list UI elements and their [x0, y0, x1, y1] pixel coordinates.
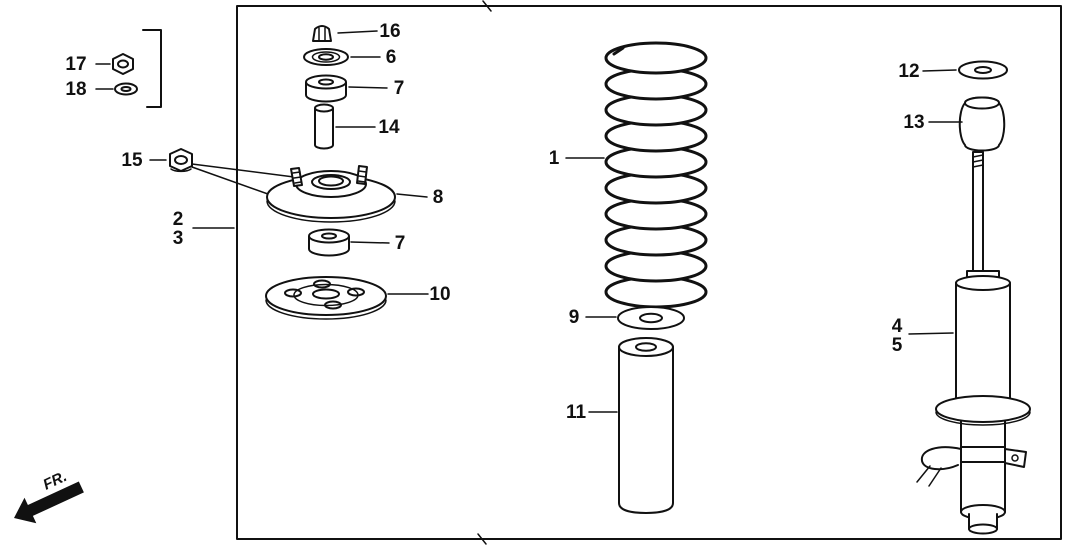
part-label-13: 13 — [903, 112, 924, 133]
fr-direction-indicator: FR. — [14, 468, 84, 524]
spring-coil — [604, 41, 708, 75]
bracket-tab-hole — [1011, 454, 1019, 462]
spring-seat-10 — [265, 276, 387, 316]
part-label-18: 18 — [65, 79, 86, 100]
part-label-9: 9 — [569, 307, 580, 328]
hose-clip-prong — [916, 465, 931, 483]
spring-seat-10-hole — [347, 287, 365, 297]
washer-18-hole — [120, 86, 132, 92]
washer-12 — [958, 60, 1008, 80]
washer-9-group — [585, 306, 685, 330]
washer-18 — [114, 82, 138, 96]
hose-clip-prong — [928, 467, 942, 487]
spring-wire-end — [612, 46, 625, 56]
collar-14-top — [314, 103, 334, 113]
part-label-7-lower: 7 — [395, 233, 406, 254]
damper-body-top — [955, 275, 1011, 291]
stud-thread — [292, 171, 301, 174]
bump-stop-11-body — [618, 346, 674, 514]
washer-6-ring — [311, 51, 341, 63]
shock-absorber-group — [908, 60, 1031, 535]
part-label-4: 4 — [892, 316, 903, 337]
flange-nut-15 — [169, 148, 193, 172]
part-label-15: 15 — [121, 150, 143, 171]
stud-thread — [293, 176, 302, 179]
part-label-14: 14 — [378, 117, 400, 138]
diagram-border — [236, 0, 1062, 545]
strut-mount-8-rim — [266, 200, 396, 223]
part-label-17: 17 — [65, 54, 86, 75]
stud-thread — [358, 175, 367, 178]
spring-seat-10-hole — [284, 288, 302, 298]
part-label-12: 12 — [898, 61, 919, 82]
leader-line-15-stud-a — [191, 163, 295, 178]
washer-9-hole — [639, 312, 663, 324]
grouping-bracket — [142, 29, 162, 108]
cap-nut-16 — [312, 25, 332, 42]
coil-spring-1 — [565, 41, 708, 309]
stud-thread — [357, 180, 366, 183]
bump-stop-11-hole — [635, 342, 657, 352]
washer-6-hole — [318, 53, 334, 61]
stud-thread — [358, 170, 367, 173]
border-rect — [236, 5, 1062, 540]
collar-14-body — [314, 108, 334, 150]
hex-nut-17-hole — [117, 59, 129, 69]
flange-nut-15-hole — [174, 155, 188, 165]
part-label-10: 10 — [429, 284, 450, 305]
mount-stack-group — [265, 25, 429, 320]
hex-nut-17 — [112, 53, 134, 75]
border-tick-top — [482, 0, 492, 12]
spring-seat-10-hole — [313, 279, 331, 289]
spring-seat-flange-rim — [935, 411, 1031, 426]
flange-nut-15-group — [149, 148, 295, 200]
leader-line-16 — [337, 30, 378, 34]
leader-line-7-upper — [348, 86, 388, 89]
leader-line-4-5 — [908, 332, 954, 335]
spring-seat-10-center-hole — [312, 288, 340, 300]
flange-nut-15-flange — [170, 168, 192, 173]
spring-seat-10-hole — [324, 300, 342, 310]
part-label-6: 6 — [386, 47, 397, 68]
hose-clip — [920, 446, 962, 471]
part-label-1: 1 — [549, 148, 560, 169]
leader-line-12 — [922, 69, 957, 72]
bracket-tab — [1004, 448, 1027, 468]
border-tick-bottom — [477, 533, 487, 545]
leader-line-7-lower — [350, 241, 390, 244]
washer-9 — [617, 306, 685, 330]
rod-thread — [972, 154, 984, 158]
spring-seat-flange — [935, 395, 1031, 423]
spring-seat-10-rim — [265, 299, 387, 320]
fr-arrow-icon — [14, 481, 84, 524]
bump-stop-11-top — [618, 337, 674, 357]
part-labels: 17 18 15 2 3 16 6 7 14 8 7 10 1 9 11 12 … — [65, 21, 924, 423]
rubber-mount-7-lower-top — [308, 228, 350, 244]
part-label-7-upper: 7 — [394, 78, 405, 99]
rubber-mount-7-upper-top — [305, 74, 347, 90]
rubber-mount-7-lower-hole — [321, 232, 337, 240]
bump-stop-11-group — [588, 337, 674, 514]
part-label-8: 8 — [433, 187, 444, 208]
hardware-group-17-18 — [95, 29, 162, 108]
stud-thread — [294, 181, 302, 184]
damper-end-cap — [968, 523, 998, 535]
part-label-11: 11 — [566, 402, 587, 423]
damper-body-fill — [956, 283, 1010, 409]
part-label-2: 2 — [173, 209, 184, 230]
rod-thread — [972, 164, 984, 168]
part-label-3: 3 — [173, 228, 184, 249]
part-label-5: 5 — [892, 335, 903, 356]
rubber-mount-7-upper-hole — [318, 78, 334, 86]
bushing-13-top — [964, 96, 1000, 110]
piston-rod — [972, 151, 984, 285]
part-label-16: 16 — [379, 21, 400, 42]
washer-12-hole — [974, 66, 992, 74]
rod-thread — [972, 159, 984, 163]
leader-line-8 — [396, 193, 428, 198]
strut-mount-8-hole — [318, 175, 344, 187]
washer-6 — [303, 48, 349, 66]
